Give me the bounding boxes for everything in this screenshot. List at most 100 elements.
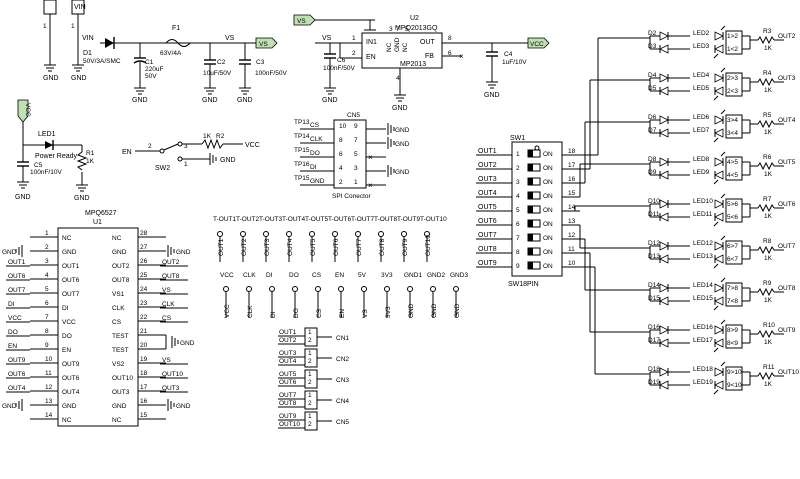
sw1-toggle-knob bbox=[528, 234, 533, 241]
led-ref-a: LED18 bbox=[693, 366, 713, 373]
led-polarity-a: 1>2 bbox=[727, 33, 738, 40]
mcu-left-pin-number: 13 bbox=[45, 398, 53, 405]
led-resistor-ref: R8 bbox=[763, 238, 772, 245]
sw1-net-label: OUT6 bbox=[478, 218, 497, 225]
sw2-pin2: 2 bbox=[148, 143, 152, 150]
led-polarity-a: 4>5 bbox=[727, 159, 738, 166]
mcu-right-pin-number: 18 bbox=[140, 370, 148, 377]
output-header-net-a: OUT5 bbox=[279, 371, 297, 378]
sw1-toggle-knob bbox=[528, 248, 533, 255]
led-resistor-value: 1K bbox=[764, 45, 773, 52]
output-header-net-b: OUT4 bbox=[279, 358, 297, 365]
sw1-on-label: ON bbox=[543, 249, 553, 256]
f1-value: 63V/4A bbox=[160, 50, 182, 57]
led-a-light-arrow bbox=[720, 109, 726, 115]
spi-testpoint-tp15: TP15 bbox=[294, 147, 310, 154]
mcu-right-pin-number: 17 bbox=[140, 384, 148, 391]
mcu-right-pin-number: 26 bbox=[140, 258, 148, 265]
r1-symbol bbox=[76, 151, 88, 171]
led-b-light-arrow bbox=[713, 221, 719, 227]
gnd-label-r1: GND bbox=[74, 195, 90, 202]
mcu-right-net-label: VS bbox=[162, 287, 171, 294]
led-diode-a-symbol bbox=[659, 199, 669, 209]
vs-flag-text: VS bbox=[259, 41, 268, 48]
test-point-top-net: OUT7 bbox=[356, 238, 363, 256]
mcu-right-pin-number: 19 bbox=[140, 356, 148, 363]
led-b-light-arrow bbox=[713, 137, 719, 143]
r2-symbol bbox=[201, 138, 224, 150]
gnd-label-c6: GND bbox=[322, 97, 338, 104]
mcu-right-net-label: OUT8 bbox=[162, 273, 180, 280]
led-polarity-b: 7<8 bbox=[727, 298, 738, 305]
led-b-symbol bbox=[714, 44, 724, 54]
test-point-pad bbox=[332, 231, 338, 237]
output-header-pin-a: 1 bbox=[308, 392, 312, 399]
test-point-pad bbox=[269, 286, 275, 292]
led-diode-a-symbol bbox=[659, 157, 669, 167]
mcu-left-pin-number: 14 bbox=[45, 412, 53, 419]
sw1-left-pin: 5 bbox=[516, 207, 520, 214]
mcu-right-pin-number: 20 bbox=[140, 342, 148, 349]
test-point-top-net: OUT3 bbox=[264, 238, 271, 256]
gnd-label-1: GND bbox=[43, 75, 59, 82]
led-diode-b-symbol bbox=[659, 212, 669, 222]
u2-pin-en: EN bbox=[366, 54, 376, 61]
test-point-bottom-label: CLK bbox=[243, 272, 256, 279]
led-output-net: OUT7 bbox=[778, 243, 796, 250]
sw1-ref: SW1 bbox=[510, 135, 525, 142]
test-point-top-label: T-OUT10 bbox=[420, 216, 447, 223]
test-point-top-label: T-OUT5 bbox=[305, 216, 328, 223]
vs-net-label: VS bbox=[225, 35, 235, 42]
mcu-right-net-label: OUT2 bbox=[162, 259, 180, 266]
spi-pin-right: 5 bbox=[354, 151, 358, 158]
mcu-left-pin-number: 12 bbox=[45, 384, 53, 391]
test-point-bottom-net: GND bbox=[454, 303, 461, 318]
led-polarity-box bbox=[725, 366, 743, 391]
sw1-on-label: ON bbox=[543, 221, 553, 228]
led-diode-a-symbol bbox=[659, 115, 669, 125]
d1-value: 50V/3A/SMC bbox=[83, 58, 121, 65]
c6-ref: C6 bbox=[337, 57, 346, 64]
sw2-en-label: EN bbox=[122, 149, 132, 156]
test-point-bottom-net: EN bbox=[339, 309, 346, 318]
test-point-pad bbox=[315, 286, 321, 292]
led-polarity-b: 1<2 bbox=[727, 46, 738, 53]
led-diode-a-symbol bbox=[659, 241, 669, 251]
led-b-light-arrow bbox=[713, 305, 719, 311]
mcu-left-net-label: OUT7 bbox=[8, 287, 26, 294]
test-point-pad bbox=[217, 231, 223, 237]
mcu-right-pin-name: CLK bbox=[112, 305, 125, 312]
led-polarity-box bbox=[725, 156, 743, 181]
power-input-section: GND 1 GND VIN 1 GND VIN D1 50V/3A/SMC C1… bbox=[43, 0, 287, 104]
sw1-toggle-knob bbox=[528, 178, 533, 185]
led-ref-a: LED10 bbox=[693, 198, 713, 205]
spi-pin-right: 3 bbox=[354, 165, 358, 172]
vcc-led-flag-text: VCC bbox=[24, 103, 31, 117]
led-polarity-a: 9>10 bbox=[727, 369, 742, 376]
led-ref-a: LED2 bbox=[693, 30, 710, 37]
test-point-top-label: T-OUT9 bbox=[397, 216, 420, 223]
led-diode-ref-b: D9 bbox=[648, 169, 657, 176]
u2-pin6-num: 6 bbox=[448, 50, 452, 57]
test-point-top-label: T-OUT2 bbox=[236, 216, 259, 223]
sw1-right-pin: 16 bbox=[568, 176, 576, 183]
spi-net-cs: CS bbox=[310, 122, 320, 129]
led-output-net: OUT3 bbox=[778, 75, 796, 82]
led-b-light-arrow bbox=[713, 179, 719, 185]
sw2-pin1: 1 bbox=[184, 161, 188, 168]
led-diode-ref-a: D4 bbox=[648, 72, 657, 79]
mcu-right-net-label: CS bbox=[162, 315, 172, 322]
sw1-on-label: ON bbox=[543, 263, 553, 270]
u2-pin-nc1: NC bbox=[386, 42, 393, 52]
sw1-left-pin: 1 bbox=[516, 151, 520, 158]
mcu-left-pin-name: NC bbox=[62, 235, 72, 242]
led-output-net: OUT2 bbox=[778, 33, 796, 40]
sw1-right-pin: 15 bbox=[568, 190, 576, 197]
output-header-net-b: OUT2 bbox=[279, 337, 297, 344]
led-resistor-value: 1K bbox=[764, 87, 773, 94]
led-polarity-box bbox=[725, 72, 743, 97]
mcu-right-pin-name: VS2 bbox=[112, 361, 125, 368]
vcc-led-flag bbox=[17, 99, 29, 123]
led-polarity-b: 4<5 bbox=[727, 172, 738, 179]
sw1-left-pin: 2 bbox=[516, 165, 520, 172]
